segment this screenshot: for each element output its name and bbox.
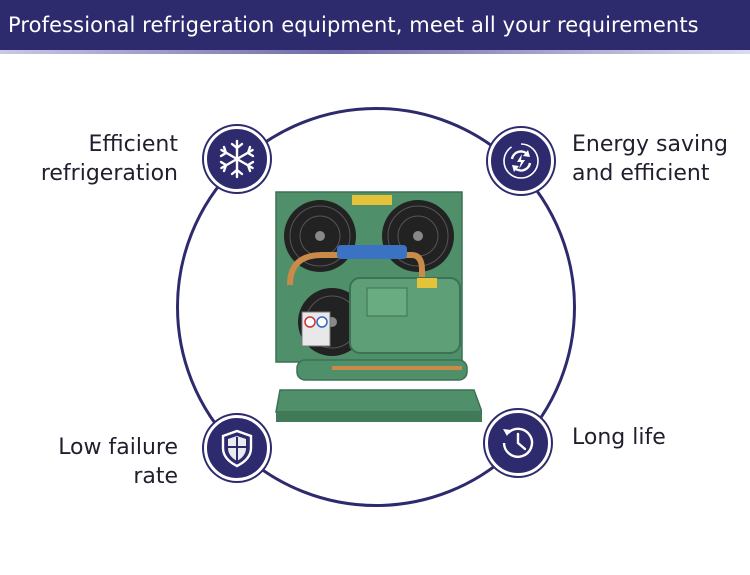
header-banner: Professional refrigeration equipment, me… <box>0 0 750 50</box>
feature-label-efficient-refrigeration: Efficient refrigeration <box>40 132 178 186</box>
header-accent-bar <box>0 50 750 54</box>
cycle-arrows-icon <box>503 143 539 179</box>
feature-label-long-life: Long life <box>572 425 666 450</box>
shield-icon <box>221 429 253 468</box>
feature-label-low-failure-rate: Low failure rate <box>58 435 178 489</box>
feature-label-energy-saving: Energy saving and efficient <box>572 132 728 186</box>
clock-icon <box>502 427 534 458</box>
header-title: Professional refrigeration equipment, me… <box>8 13 699 37</box>
snowflake-icon <box>219 139 255 179</box>
condensing-unit-image <box>275 191 482 422</box>
feature-badge-low-failure-rate <box>204 415 270 481</box>
feature-ring <box>176 107 576 507</box>
feature-badge-long-life <box>485 410 551 476</box>
feature-badge-energy-saving <box>488 128 554 194</box>
feature-badge-efficient-refrigeration <box>204 126 270 192</box>
